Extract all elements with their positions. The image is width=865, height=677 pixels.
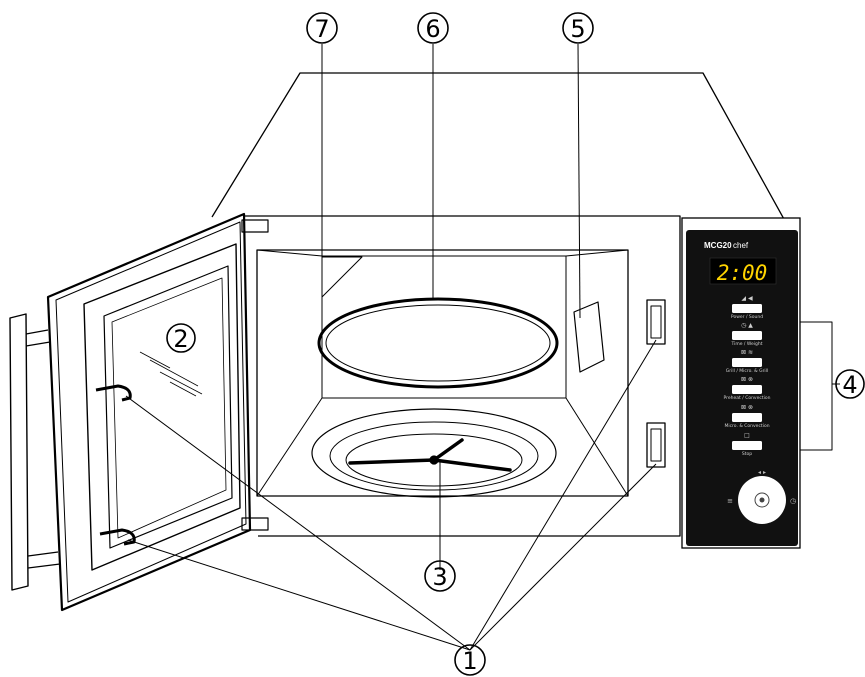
dial-arrows-icon: ◂ ▸ — [758, 469, 766, 476]
callout-7: 7 — [314, 15, 329, 43]
door-hook-upper — [95, 384, 132, 402]
time-weight-button[interactable] — [732, 331, 762, 340]
callout-circle-3 — [424, 560, 456, 592]
grill-icon: ⊠ ≋ — [741, 349, 753, 356]
micro-convection-button[interactable] — [732, 413, 762, 422]
button-label-stop: Stop — [742, 451, 752, 457]
button-label-preheat: Preheat / Convection — [724, 395, 771, 401]
cabinet-front — [244, 215, 681, 537]
leader-lines — [125, 43, 840, 651]
hook-slot-upper — [646, 299, 666, 345]
cabinet-top — [211, 72, 791, 231]
glass-tray — [317, 297, 559, 389]
micro-convection-icon: ⊠ ⊗ — [741, 404, 753, 411]
hinge-bottom — [241, 517, 269, 531]
callout-circle-4 — [835, 369, 865, 399]
power-sound-button[interactable] — [732, 304, 762, 313]
callout-2: 2 — [173, 325, 188, 353]
button-label-power: Power / Sound — [731, 314, 763, 320]
button-label-micro-conv: Micro. & Convection — [724, 423, 769, 429]
brand-label: MCG20 — [704, 241, 732, 250]
preheat-convection-button[interactable] — [732, 385, 762, 394]
callout-3: 3 — [432, 563, 447, 591]
turntable-support — [348, 438, 512, 472]
grill-heater — [321, 256, 363, 298]
hook-slot-lower — [646, 422, 666, 468]
door-handle — [9, 313, 29, 591]
callout-circle-2 — [166, 323, 196, 353]
callout-circles — [166, 12, 865, 676]
stop-button[interactable] — [732, 441, 762, 450]
turntable-ring — [311, 408, 557, 498]
callout-5: 5 — [570, 15, 585, 43]
callout-6: 6 — [425, 15, 440, 43]
display-time: 2:00 — [717, 261, 768, 285]
hinge-top — [241, 219, 269, 233]
stop-icon: □ — [744, 432, 750, 439]
waveguide-cover — [573, 301, 605, 373]
control-panel: MCG20 chef 2:00 ◢ ◀ ◷ ▲ ⊠ ≋ ⊠ ⊗ ⊠ ⊗ □ Po… — [681, 217, 801, 549]
grill-button[interactable] — [732, 358, 762, 367]
door-hook-lower — [99, 528, 136, 546]
callout-1: 1 — [462, 647, 477, 675]
door — [9, 212, 252, 612]
callout-4: 4 — [842, 371, 857, 399]
model-label: chef — [733, 241, 749, 250]
power-icon: ◢ ◀ — [741, 295, 753, 302]
callout-circle-7 — [306, 12, 338, 44]
clock-weight-icon: ◷ ▲ — [741, 322, 753, 329]
callout-circle-5 — [562, 12, 594, 44]
button-label-grill: Grill / Micro. & Grill — [726, 368, 768, 374]
callout-circle-6 — [417, 12, 449, 44]
callout-circle-1 — [454, 644, 486, 676]
door-window — [103, 265, 233, 549]
button-label-time: Time / Weight — [730, 341, 762, 347]
convection-icon: ⊠ ⊗ — [741, 376, 753, 383]
dial-right-icon: ◷ — [790, 497, 797, 505]
dial-left-icon: ≡ — [727, 497, 733, 505]
